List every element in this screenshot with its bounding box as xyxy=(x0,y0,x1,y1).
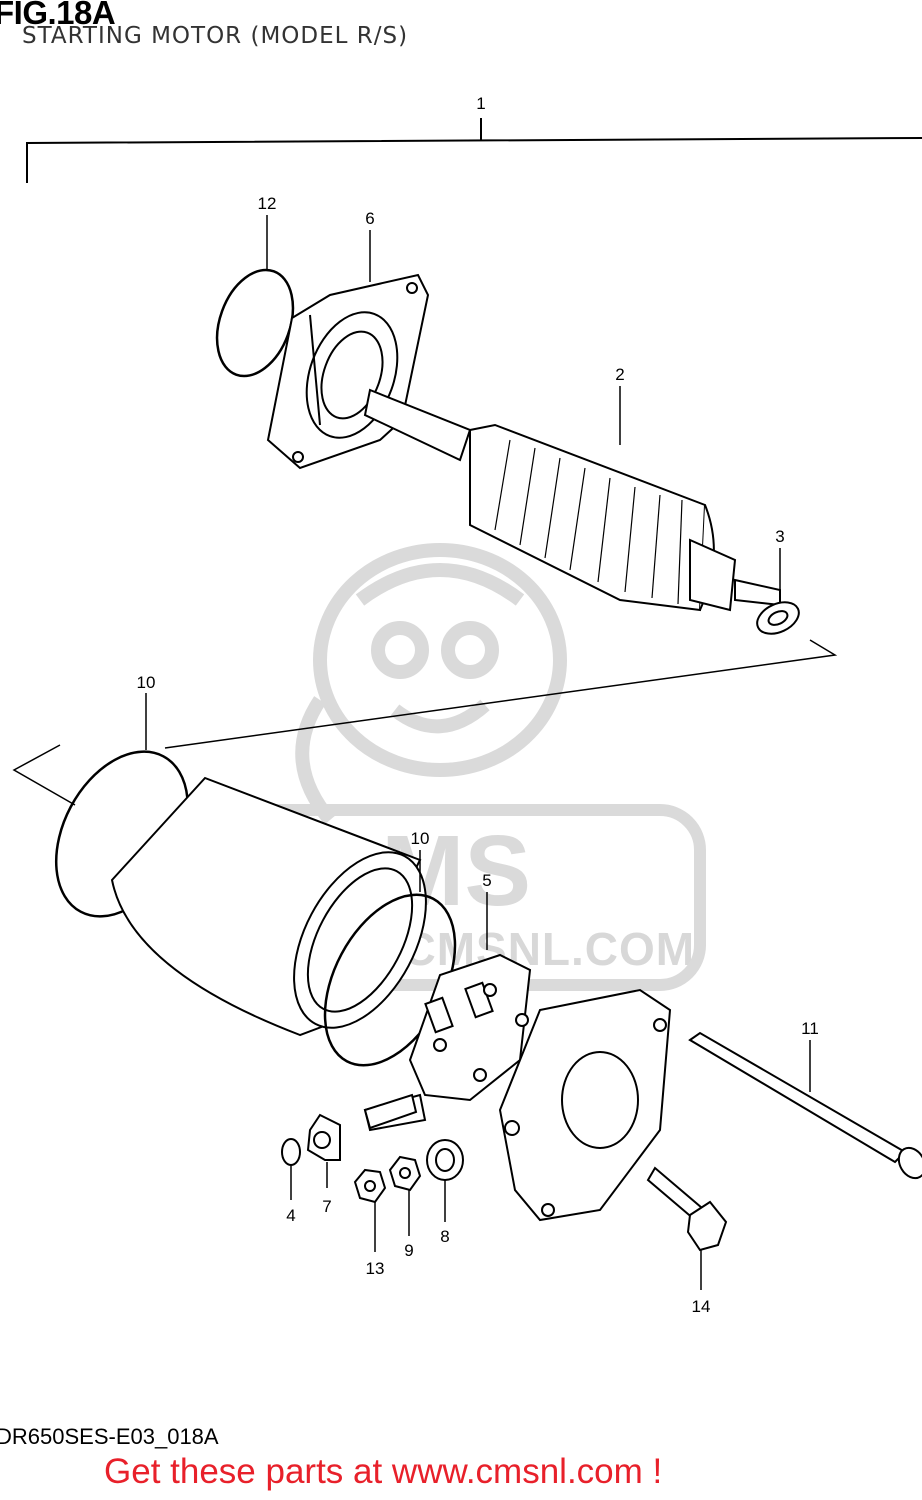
nut-9 xyxy=(388,1155,422,1192)
callout-5: 5 xyxy=(482,871,491,890)
callout-1: 1 xyxy=(476,94,485,113)
callout-6: 6 xyxy=(365,209,374,228)
callout-2: 2 xyxy=(615,365,624,384)
drawing-code: DR650SES-E03_018A xyxy=(0,1424,219,1449)
callout-14: 14 xyxy=(692,1297,711,1316)
figure-subtitle: STARTING MOTOR (MODEL R/S) xyxy=(22,23,409,49)
rear-housing xyxy=(498,988,672,1222)
assembly-bracket xyxy=(26,118,922,183)
envelope-lines xyxy=(12,639,838,806)
terminal-bolt xyxy=(363,1093,418,1130)
watermark-mascot xyxy=(295,543,567,825)
callout-10-right: 10 xyxy=(411,829,430,848)
bolt-14 xyxy=(646,1166,728,1252)
callout-numbers: 1 2 3 4 5 6 7 8 9 10 10 11 12 13 14 xyxy=(137,94,819,1316)
callout-12: 12 xyxy=(258,194,277,213)
callout-3: 3 xyxy=(775,527,784,546)
through-bolt-11 xyxy=(688,1031,922,1180)
nut-13 xyxy=(353,1168,387,1204)
leader-lines xyxy=(145,215,811,1290)
callout-8: 8 xyxy=(440,1227,449,1246)
promo-link[interactable]: Get these parts at www.cmsnl.com ! xyxy=(104,1452,663,1491)
callout-9: 9 xyxy=(404,1241,413,1260)
callout-13: 13 xyxy=(366,1259,385,1278)
figure-label: FIG.18A xyxy=(0,0,116,31)
callout-4: 4 xyxy=(286,1206,295,1225)
insulator-7 xyxy=(306,1113,341,1161)
armature-2 xyxy=(363,388,781,612)
seal-8 xyxy=(426,1139,464,1181)
callout-10-left: 10 xyxy=(137,673,156,692)
callout-11: 11 xyxy=(801,1019,819,1038)
callout-7: 7 xyxy=(322,1197,331,1216)
washer-3 xyxy=(756,601,800,635)
washer-4 xyxy=(281,1138,301,1166)
